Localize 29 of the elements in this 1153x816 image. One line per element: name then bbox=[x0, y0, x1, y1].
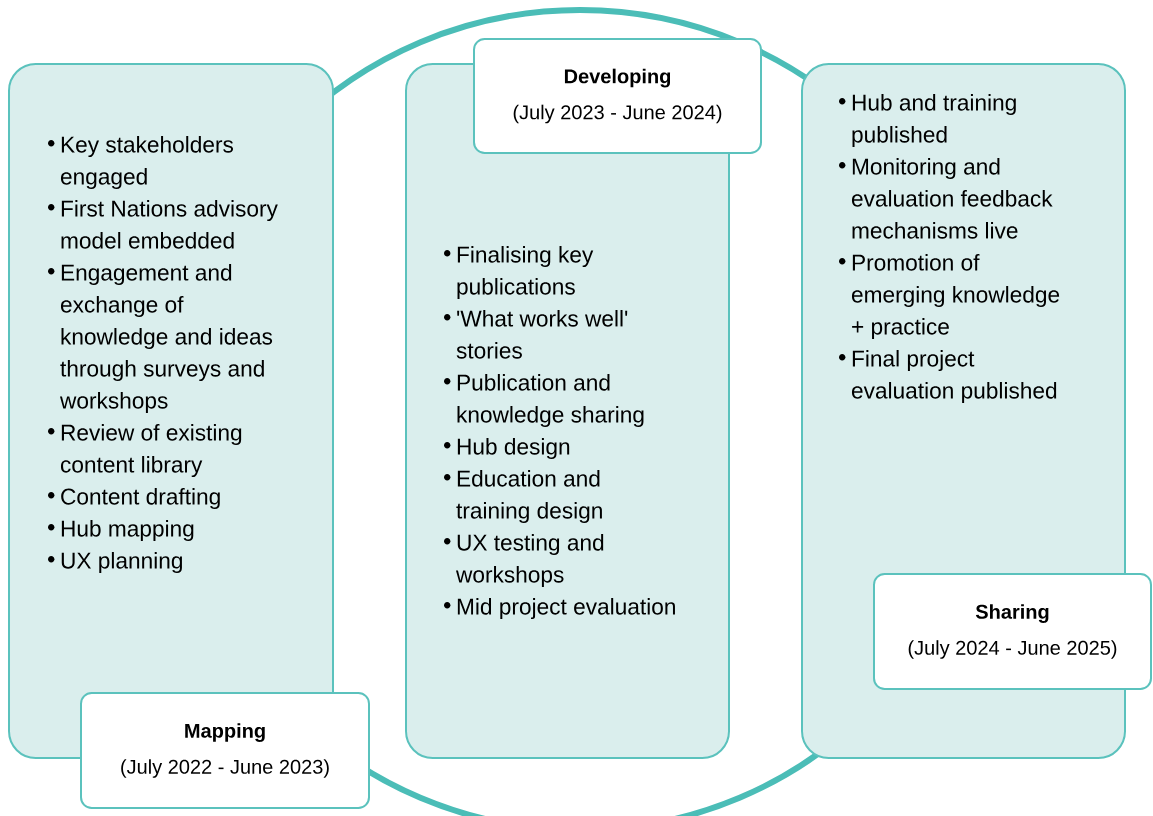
list-item: Monitoring and evaluation feedback mechanisms live bbox=[851, 158, 1053, 239]
list-item: 'What works well' stories bbox=[456, 310, 628, 359]
stage-panel bbox=[405, 63, 730, 759]
list-item: Content drafting bbox=[61, 488, 220, 510]
list-item: Finalising key publications bbox=[457, 246, 594, 300]
stage-label-box bbox=[873, 573, 1152, 690]
list-item: First Nations advisory model embedded bbox=[61, 200, 278, 249]
list-item: Review of existing content library bbox=[60, 424, 242, 478]
stage-title: Sharing bbox=[975, 604, 1049, 623]
date-range: (July 2023 - June 2024) bbox=[513, 104, 722, 124]
list-item: Education and training design bbox=[456, 470, 602, 524]
date-range: (July 2024 - June 2025) bbox=[908, 640, 1117, 659]
list-item: Hub mapping bbox=[61, 520, 194, 542]
list-item: Hub and training published bbox=[852, 94, 1016, 148]
list-item: Hub design bbox=[457, 438, 570, 460]
stage-label-box bbox=[80, 692, 370, 809]
list-item: Mid project evaluation bbox=[457, 598, 675, 620]
list-item: Publication and knowledge sharing bbox=[457, 374, 644, 428]
list-item: UX testing and workshops bbox=[455, 534, 604, 588]
stage-label-box bbox=[473, 38, 762, 154]
date-range: (July 2022 - June 2023) bbox=[121, 759, 329, 778]
list-item: Key stakeholders engaged bbox=[60, 136, 233, 190]
list-item: Engagement and exchange of knowledge and ideas through surveys and workshops bbox=[59, 264, 273, 414]
list-item: UX planning bbox=[61, 552, 182, 574]
list-item: Final project evaluation published bbox=[851, 350, 1057, 404]
stage-title: Mapping bbox=[185, 723, 265, 742]
stage-title: Developing bbox=[564, 68, 671, 88]
list-item: Promotion of emerging knowledge + practice bbox=[851, 254, 1060, 340]
stage-panel bbox=[8, 63, 334, 759]
